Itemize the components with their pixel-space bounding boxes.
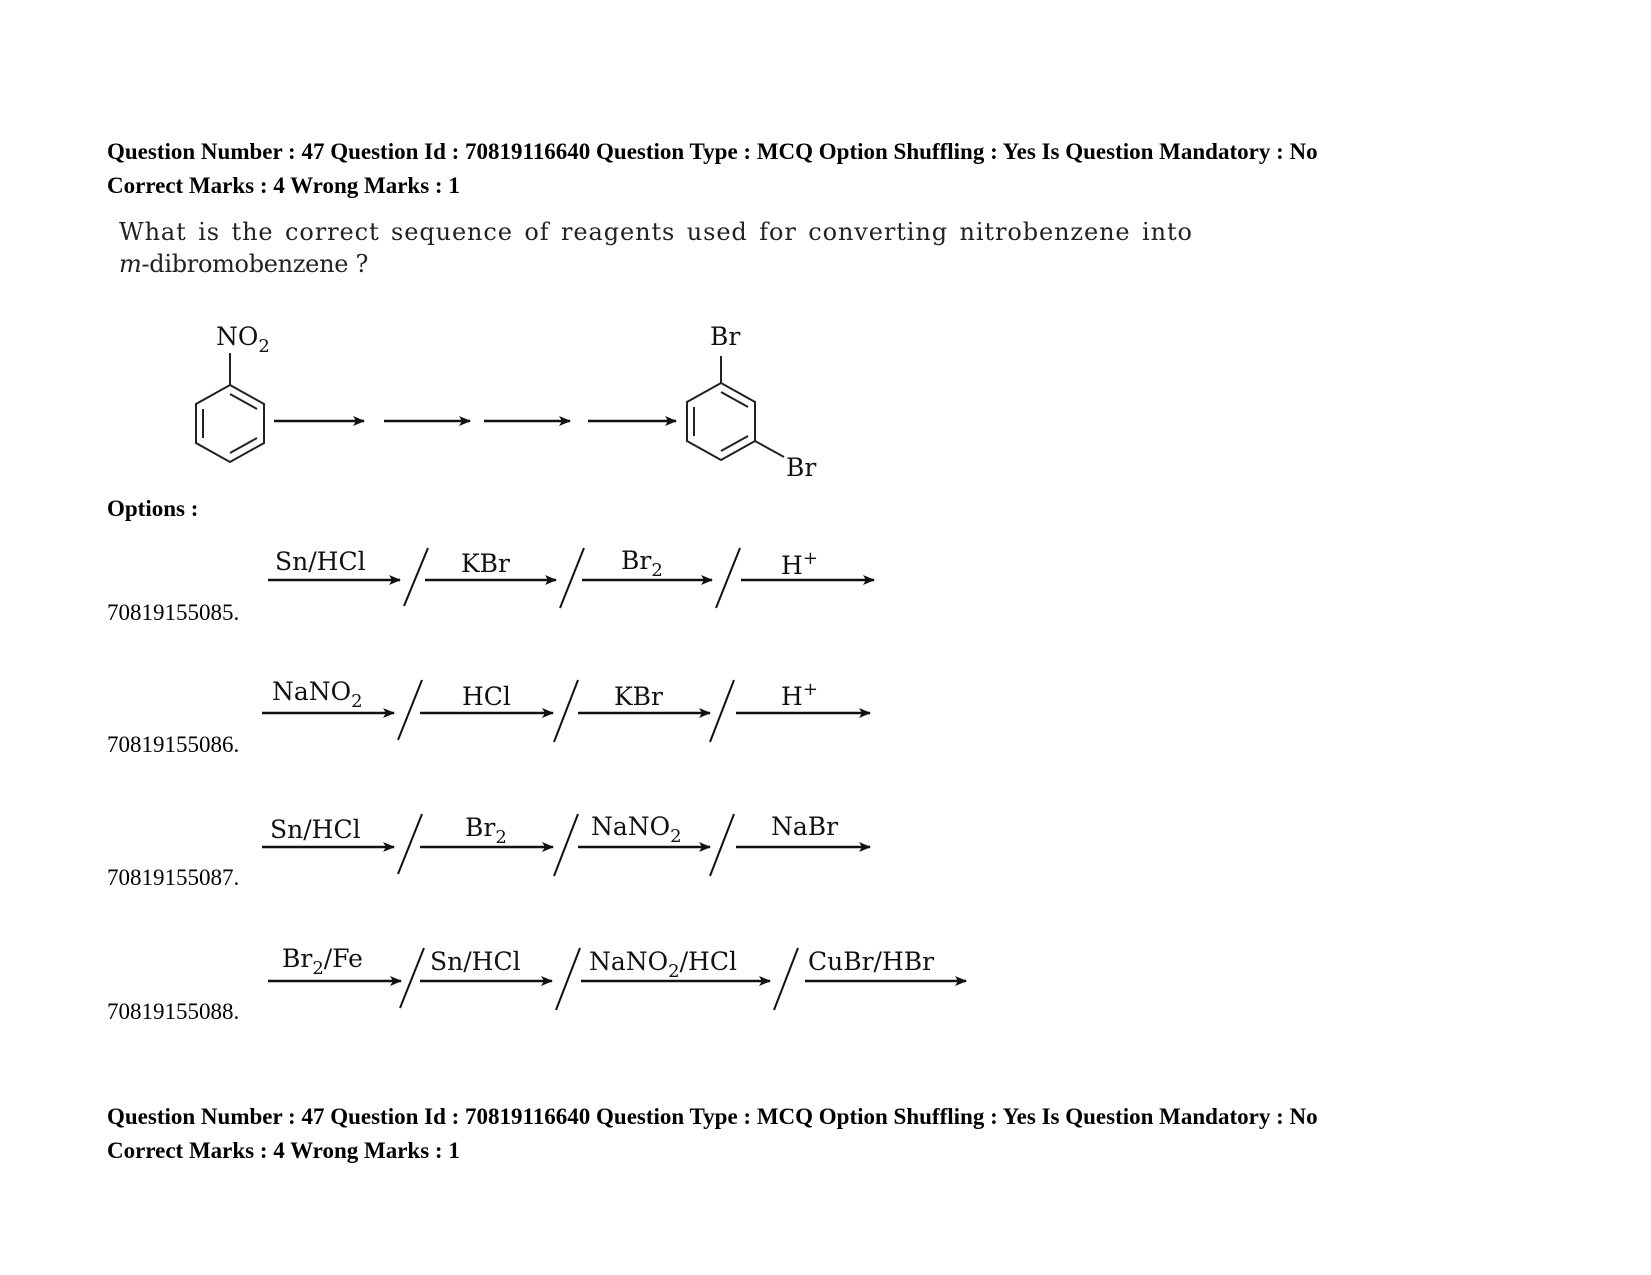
dibromobenzene-structure (686, 356, 785, 462)
option-1-step-2: KBr (461, 549, 510, 578)
question-line-2: m-dibromobenzene ? (119, 248, 1219, 280)
option-4-step-3: NaNO2/HCl (589, 947, 737, 982)
question-line-1: What is the correct sequence of reagents… (119, 218, 1193, 246)
option-id-1: 70819155085. (107, 600, 240, 625)
nitro-group-label: NO2 (216, 322, 270, 357)
option-2-step-2: HCl (462, 682, 511, 711)
option-1-step-4: H+ (781, 548, 818, 580)
footer-question-meta-line: Question Number : 47 Question Id : 70819… (107, 1104, 1318, 1129)
question-header: Question Number : 47 Question Id : 70819… (107, 135, 1587, 203)
option-2-step-4: H+ (781, 679, 818, 711)
option-4-step-2: Sn/HCl (430, 947, 521, 976)
option-id-2: 70819155086. (107, 732, 240, 757)
option-3-step-2: Br2 (465, 813, 507, 848)
question-line-2-rest: -dibromobenzene ? (141, 250, 369, 278)
nitrobenzene-structure (195, 353, 265, 464)
options-heading: Options : (107, 496, 199, 521)
option-1-step-1: Sn/HCl (275, 547, 366, 576)
option-1-step-3: Br2 (621, 546, 663, 581)
question-text: What is the correct sequence of reagents… (119, 216, 1219, 280)
option-4-step-4: CuBr/HBr (808, 947, 934, 976)
bromo-label-right: Br (786, 453, 816, 482)
option-id-4: 70819155088. (107, 999, 240, 1024)
option-2-step-1: NaNO2 (272, 677, 363, 712)
footer-marks-meta-line: Correct Marks : 4 Wrong Marks : 1 (107, 1138, 460, 1163)
option-id-3: 70819155087. (107, 865, 240, 890)
option-3-step-3: NaNO2 (591, 812, 682, 847)
question-footer: Question Number : 47 Question Id : 70819… (107, 1100, 1587, 1168)
marks-meta-line: Correct Marks : 4 Wrong Marks : 1 (107, 173, 460, 198)
option-2-step-3: KBr (614, 682, 663, 711)
bromo-label-top: Br (710, 322, 740, 351)
option-3-step-4: NaBr (771, 812, 838, 841)
option-4-step-1: Br2/Fe (282, 944, 363, 979)
meta-prefix: m (119, 250, 142, 278)
question-meta-line: Question Number : 47 Question Id : 70819… (107, 139, 1318, 164)
option-3-step-1: Sn/HCl (270, 815, 361, 844)
